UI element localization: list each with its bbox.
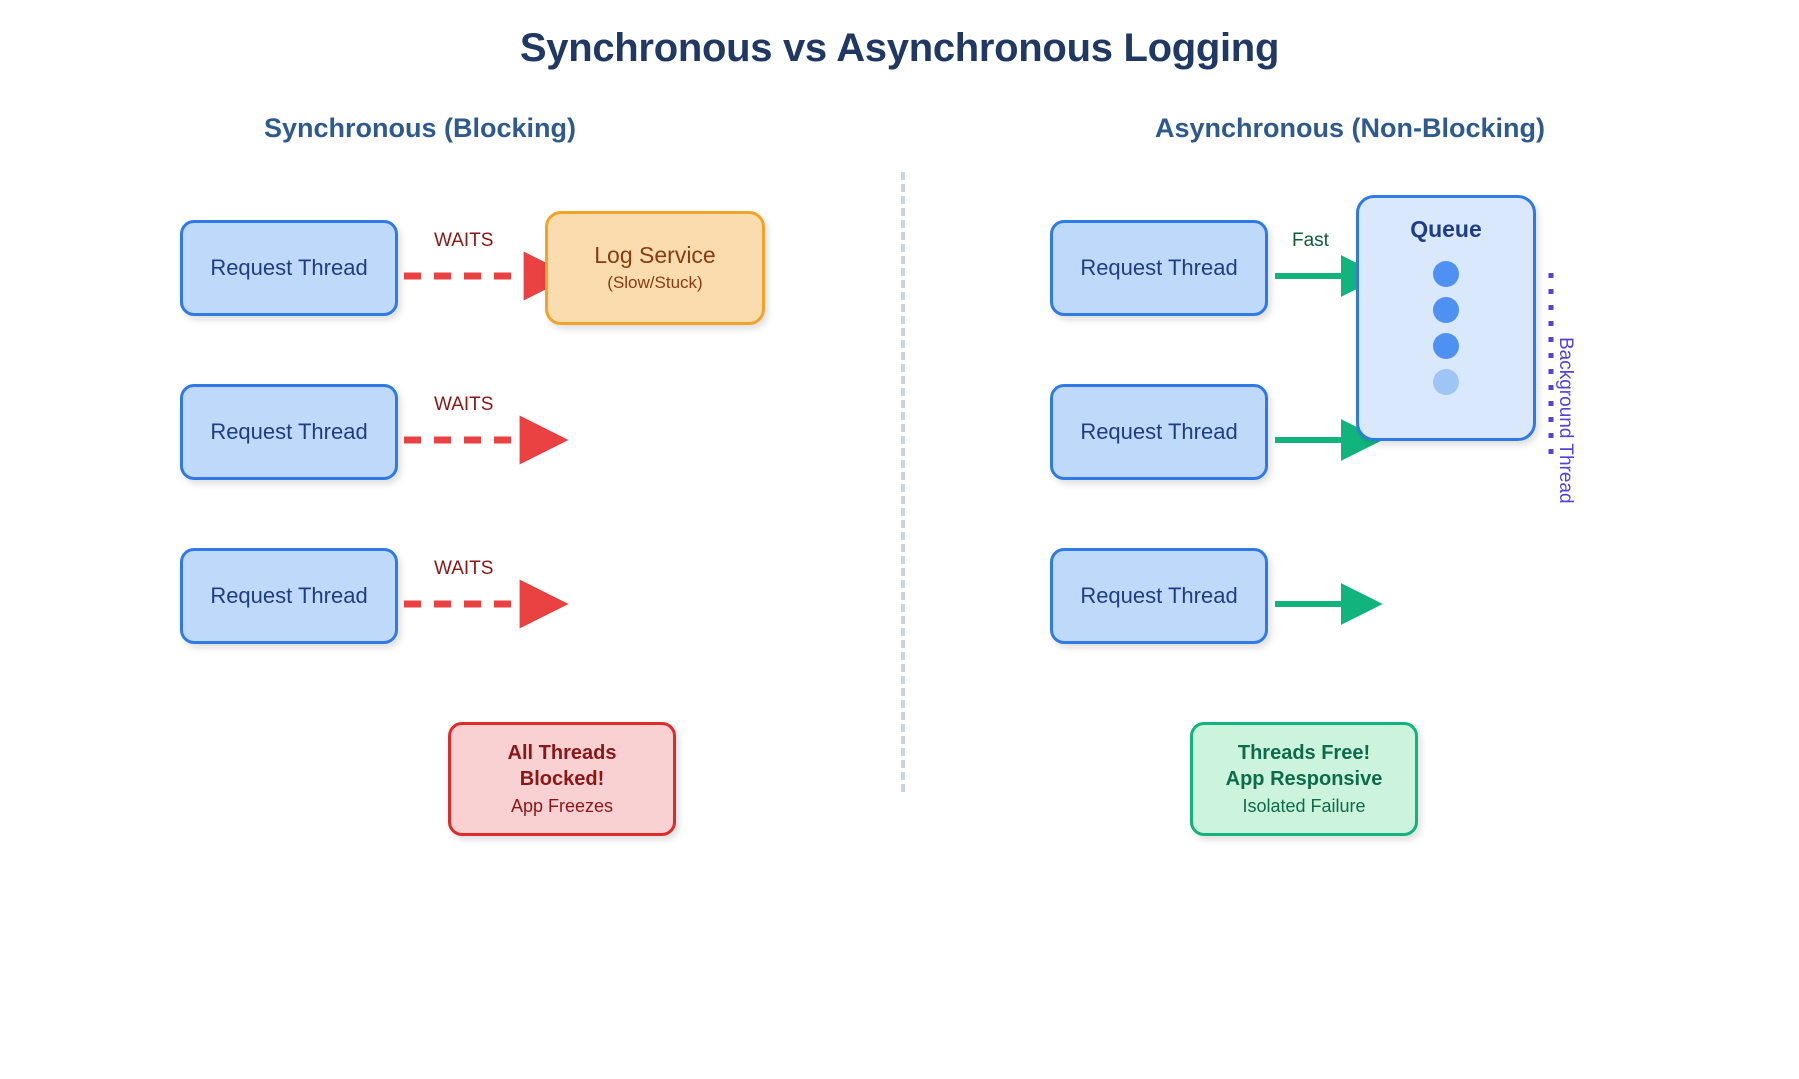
queue-items [1433,261,1459,395]
sync-thread-box-1[interactable]: Request Thread [180,220,398,316]
waits-label-2: WAITS [434,394,494,415]
sync-thread-box-3[interactable]: Request Thread [180,548,398,644]
fast-label-1: Fast [1292,230,1329,251]
queue-title: Queue [1410,216,1482,242]
async-thread-box-1[interactable]: Request Thread [1050,220,1268,316]
sync-thread-label-1: Request Thread [210,255,368,280]
status-blocked-line2: Blocked! [519,768,605,791]
sync-thread-label-2: Request Thread [210,419,368,444]
queue-item-dot-1 [1433,261,1459,287]
status-responsive-line1: Threads Free! [1237,741,1371,764]
async-thread-label-1: Request Thread [1080,255,1238,280]
log-service-box[interactable]: Log Service (Slow/Stuck) [545,211,765,325]
status-responsive-line3: Isolated Failure [1242,795,1366,816]
async-thread-label-2: Request Thread [1080,419,1238,444]
async-thread-box-2[interactable]: Request Thread [1050,384,1268,480]
sync-thread-box-2[interactable]: Request Thread [180,384,398,480]
column-heading-synchronous: Synchronous (Blocking) [263,113,577,143]
status-responsive-line2: App Responsive [1225,768,1383,791]
log-service-subtitle: (Slow/Stuck) [607,272,703,292]
column-divider [901,172,905,792]
log-service-title: Log Service [594,241,716,268]
page-title: Synchronous vs Asynchronous Logging [519,26,1280,70]
queue-item-dot-4 [1433,369,1459,395]
queue-item-dot-2 [1433,297,1459,323]
waits-label-1: WAITS [434,230,494,251]
waits-label-3: WAITS [434,558,494,579]
async-thread-label-3: Request Thread [1080,583,1238,608]
column-heading-asynchronous: Asynchronous (Non-Blocking) [1155,113,1545,143]
status-blocked-line1: All Threads [507,741,617,764]
async-thread-box-3[interactable]: Request Thread [1050,548,1268,644]
background-thread-label: Background Thread [1555,337,1576,504]
status-badge-blocked: All Threads Blocked! App Freezes [448,722,676,836]
queue-box[interactable]: Queue [1356,195,1536,441]
sync-thread-label-3: Request Thread [210,583,368,608]
status-blocked-line3: App Freezes [510,795,614,816]
status-badge-responsive: Threads Free! App Responsive Isolated Fa… [1190,722,1418,836]
queue-item-dot-3 [1433,333,1459,359]
